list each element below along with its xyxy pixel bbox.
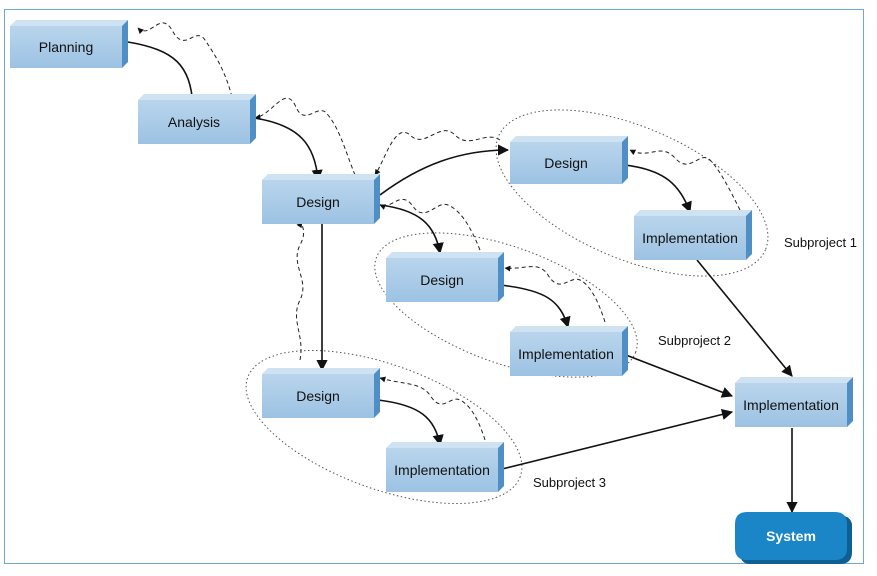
- feedback-sub3-design: [296, 221, 305, 361]
- system-node: System: [735, 512, 852, 564]
- flow-sub1-design-impl: [624, 164, 692, 214]
- node-label-design-sub3: Design: [296, 388, 340, 404]
- node-label-impl-sub3: Implementation: [394, 462, 490, 478]
- flow-planning-analysis: [127, 41, 198, 107]
- node-planning: Planning: [10, 20, 128, 68]
- subproject-3-outline: [245, 349, 523, 505]
- subproject-1-label: Subproject 1: [784, 235, 857, 250]
- system-label: System: [766, 528, 816, 544]
- flow-sub2-impl-final: [625, 354, 734, 398]
- subproject-2-label: Subproject 2: [658, 333, 731, 348]
- feedback-sub2-design: [379, 198, 481, 251]
- node-design-sub2: Design: [386, 252, 504, 302]
- node-label-impl-sub1: Implementation: [642, 230, 738, 246]
- node-design-sub1: Design: [510, 136, 628, 184]
- node-impl-final: Implementation: [735, 377, 853, 427]
- flow-sub3-impl-final: [497, 408, 734, 471]
- subproject-1-outline: [495, 109, 769, 277]
- flow-sub2-design-impl: [499, 284, 571, 329]
- node-label-planning: Planning: [39, 39, 94, 55]
- flow-sub3-design-impl: [377, 399, 444, 447]
- node-label-design-sub2: Design: [420, 272, 464, 288]
- node-impl-sub1: Implementation: [634, 210, 752, 260]
- flow-sub1-impl-final: [696, 259, 793, 377]
- feedback-analysis-planning: [137, 22, 233, 98]
- flow-analysis-design: [253, 117, 323, 182]
- feedback-sub1-design: [374, 130, 501, 176]
- flow-design-sub2: [379, 204, 444, 255]
- node-impl-sub3: Implementation: [386, 442, 504, 492]
- node-label-analysis: Analysis: [168, 114, 220, 130]
- feedback-design-analysis: [254, 97, 356, 176]
- node-analysis: Analysis: [138, 94, 256, 144]
- flow-design-sub1: [379, 144, 510, 196]
- subproject-3-label: Subproject 3: [533, 475, 606, 490]
- node-label-impl-final: Implementation: [743, 397, 839, 413]
- feedback-sub3-impl-design: [379, 376, 486, 441]
- node-design-main: Design: [262, 174, 380, 224]
- node-impl-sub2: Implementation: [510, 326, 628, 376]
- feedback-sub2-impl-design: [504, 265, 606, 323]
- feedback-sub1-impl-design: [629, 149, 741, 211]
- subproject-2-outline: [374, 232, 638, 378]
- node-label-impl-sub2: Implementation: [518, 346, 614, 362]
- node-label-design-main: Design: [296, 194, 340, 210]
- node-design-sub3: Design: [262, 368, 380, 418]
- node-label-design-sub1: Design: [544, 155, 588, 171]
